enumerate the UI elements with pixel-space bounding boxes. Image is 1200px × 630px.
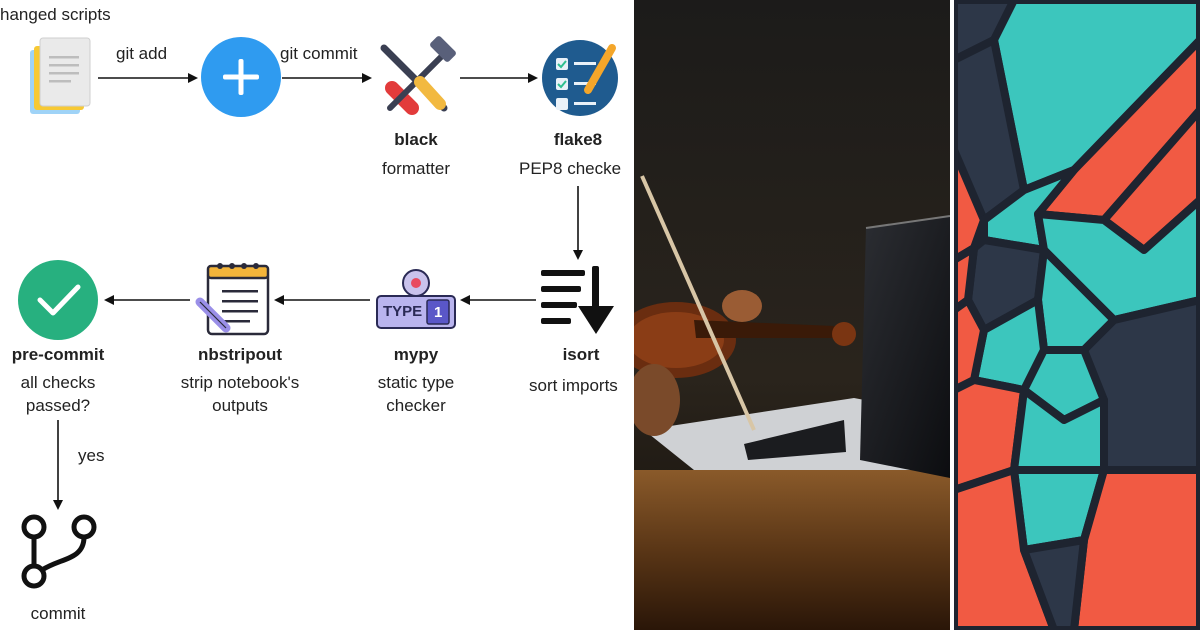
type-badge-number: 1 <box>434 304 443 321</box>
flow-edges <box>53 73 583 510</box>
nbstripout-title: nbstripout <box>197 345 283 364</box>
notepad-pencil-icon <box>195 263 270 336</box>
laptop-screen <box>860 216 950 478</box>
plus-icon <box>201 37 281 117</box>
edge-label-git-commit: git commit <box>280 44 358 63</box>
violin-scroll <box>832 322 856 346</box>
violin-neck <box>694 320 836 338</box>
source-scripts-label: hanged scripts <box>0 5 111 24</box>
precommit-desc-line1: all checks <box>20 373 96 392</box>
type-badge-text: TYPE <box>383 303 423 320</box>
git-branch-icon <box>21 514 97 589</box>
violin-laptop-photo <box>634 0 950 630</box>
photo-graphics <box>634 0 950 630</box>
mypy-desc-line2: checker <box>386 396 446 415</box>
hammer-screwdriver-icon <box>380 36 456 115</box>
type-badge-icon <box>376 269 456 329</box>
panel-divider <box>950 0 954 630</box>
isort-desc: sort imports <box>529 376 618 395</box>
voronoi-mosaic <box>954 0 1200 630</box>
precommit-flow-diagram: hanged scripts git add git commit black … <box>0 5 622 623</box>
mosaic-graphics <box>954 0 1200 630</box>
isort-title: isort <box>562 345 600 364</box>
check-circle-icon <box>18 260 98 340</box>
edge-label-git-add: git add <box>116 44 168 63</box>
nbstripout-desc-line1: strip notebook's <box>180 373 300 392</box>
sort-arrow-icon <box>541 266 614 334</box>
violin-bow <box>640 175 756 431</box>
precommit-desc-line2: passed? <box>25 396 91 415</box>
documents-icon <box>30 37 91 114</box>
flow-graphics <box>18 36 618 589</box>
edge-label-yes: yes <box>78 446 105 465</box>
black-title: black <box>394 130 438 149</box>
mypy-title: mypy <box>393 345 439 364</box>
precommit-title: pre-commit <box>11 345 105 364</box>
mypy-desc-line1: static type <box>377 373 455 392</box>
flake8-desc: PEP8 checke <box>519 159 622 178</box>
black-desc: formatter <box>381 159 451 178</box>
nbstripout-desc-line2: outputs <box>212 396 268 415</box>
commit-label: commit <box>30 604 86 623</box>
checklist-pencil-icon <box>542 40 618 116</box>
flake8-title: flake8 <box>553 130 603 149</box>
laptop-keyboard <box>744 420 846 460</box>
